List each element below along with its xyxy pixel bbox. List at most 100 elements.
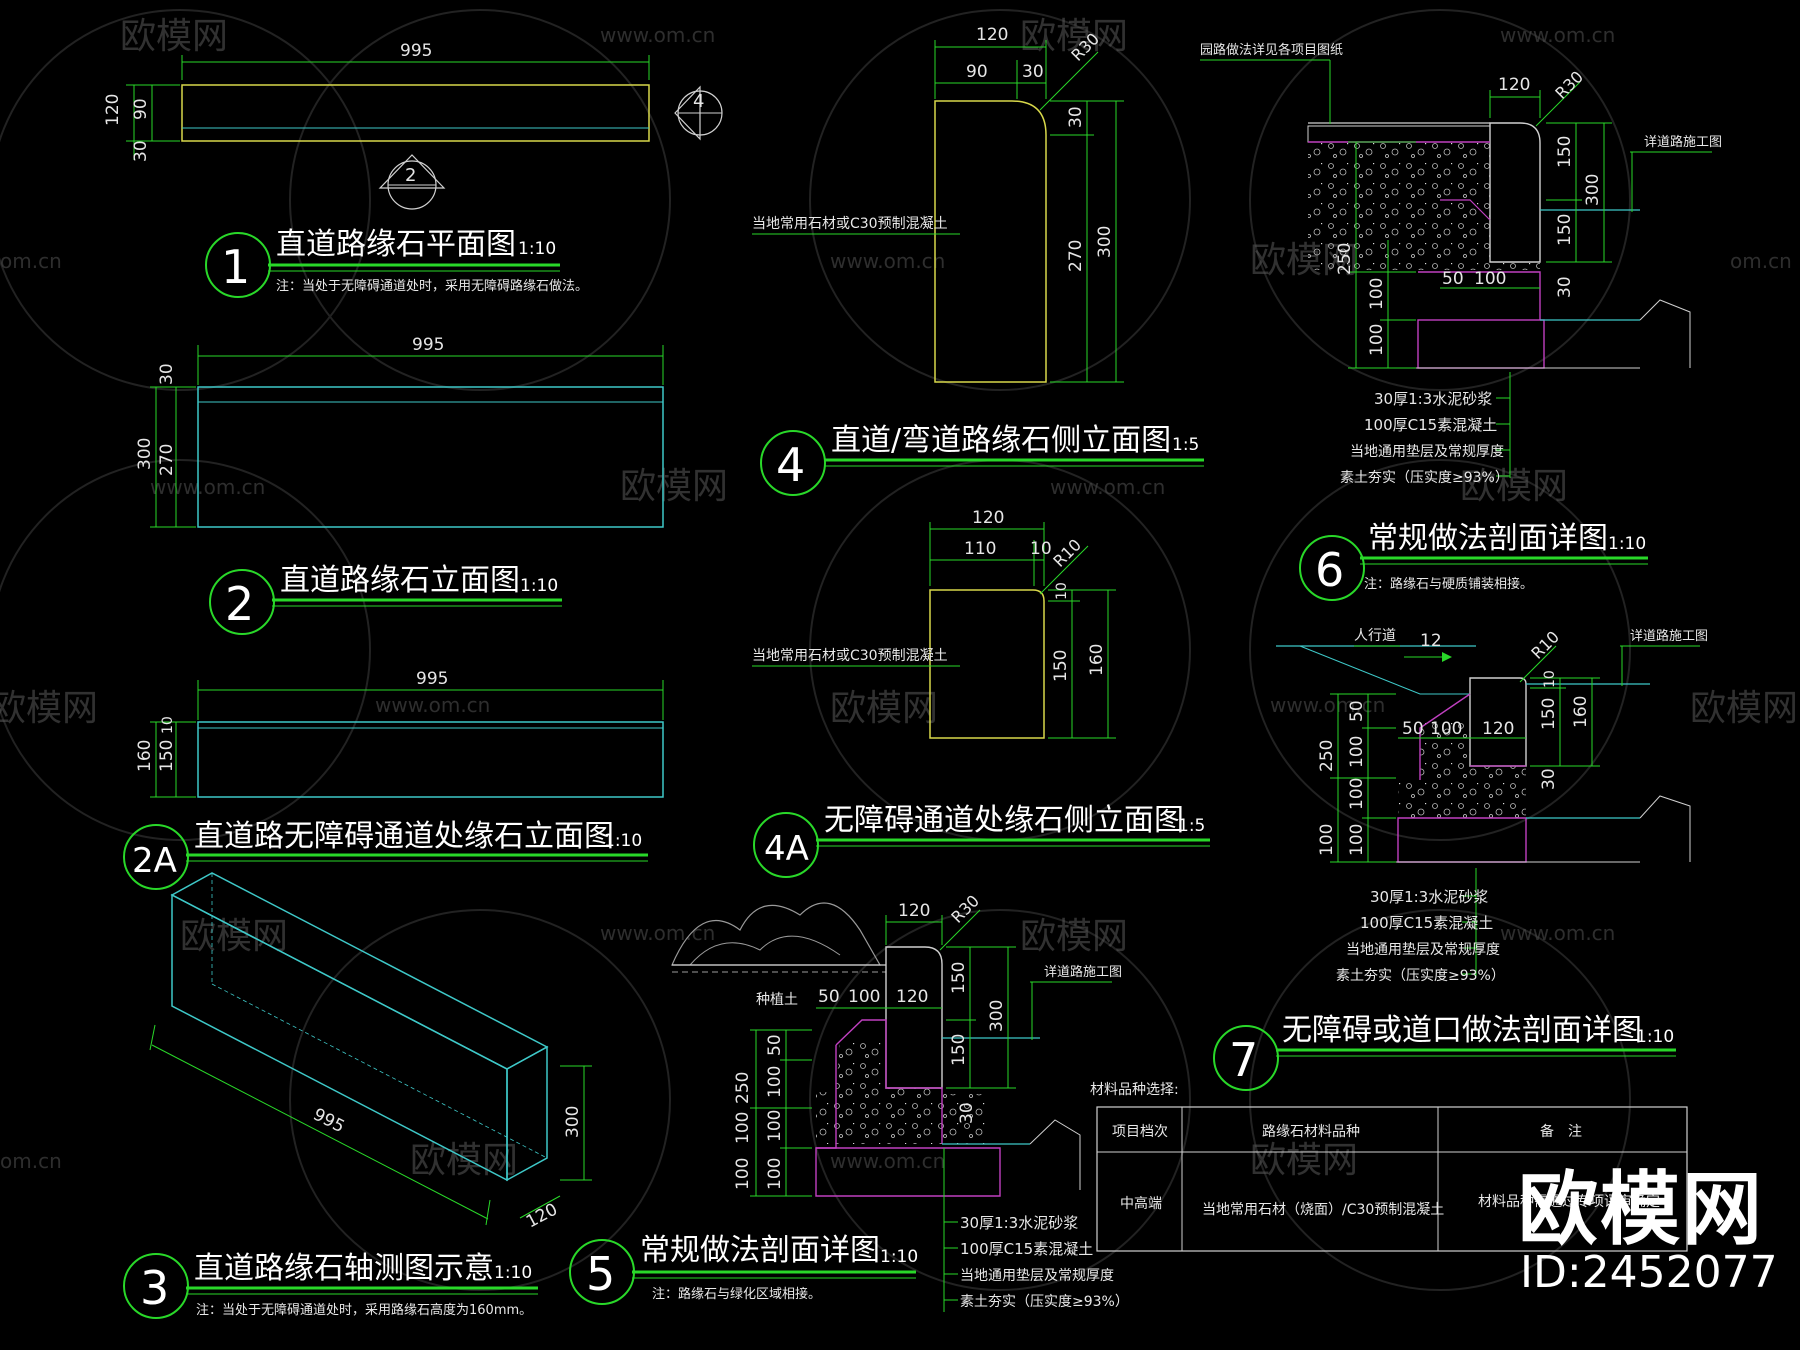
- watermark-url: www.om.cn: [375, 693, 490, 717]
- drawing-5-section: 120 R30 50 100 120 150 300 150 30 250 50…: [569, 891, 1129, 1312]
- dim-50v: 50: [1347, 700, 1367, 722]
- drawing-number: 2: [225, 577, 254, 631]
- watermark-url: www.om.cn: [830, 249, 945, 273]
- dim-120: 120: [972, 508, 1004, 528]
- material-table: 材料品种选择: 项目档次 路缘石材料品种 备 注 中高端 当地常用石材（烧面）/…: [1090, 1082, 1688, 1252]
- dim-50v: 50: [765, 1034, 785, 1056]
- curb-elevation-rect: [197, 386, 664, 528]
- drawing-4a-title-block: 4A 无障碍通道处缘石侧立面图 1:5: [753, 803, 1210, 878]
- drawing-3-title-block: 3 直道路缘石轴测图示意 1:10 注：当处于无障碍通道处时，采用路缘石高度为1…: [123, 1251, 538, 1319]
- road-ref-label: 详道路施工图: [1630, 628, 1708, 644]
- material-callout: 当地常用石材或C30预制混凝土: [752, 648, 948, 664]
- table-cell: 当地常用石材（烧面）/C30预制混凝土: [1202, 1202, 1444, 1218]
- watermark-logo: 欧模网: [180, 916, 288, 957]
- drawing-7-title-block: 7 无障碍或道口做法剖面详图 1:10: [1213, 1013, 1676, 1091]
- watermark-logo: 欧模网: [410, 1140, 518, 1181]
- drawing-4-side-elevation: 120 90 30 R30 30 270 300 当地常用石材或C30预制混凝土…: [752, 25, 1204, 496]
- curb-profile: [929, 589, 1045, 739]
- table-cell: 材料品种需通过专项评审确定: [1478, 1194, 1660, 1210]
- watermark-url: www.om.cn: [1500, 23, 1615, 47]
- dim-100v: 100: [765, 1158, 785, 1190]
- table-header: 路缘石材料品种: [1262, 1124, 1360, 1140]
- drawing-scale: 1:10: [1608, 534, 1646, 554]
- dim-100v: 100: [733, 1158, 753, 1190]
- brand-logo-text: 欧模网: [1518, 1163, 1764, 1256]
- dim-270: 270: [157, 444, 177, 476]
- dim-120: 120: [898, 901, 930, 921]
- table-cell: 中高端: [1120, 1195, 1162, 1212]
- dim-120: 120: [1482, 719, 1514, 739]
- dim-30: 30: [1539, 768, 1559, 790]
- layer-label: 当地通用垫层及常规厚度: [960, 1268, 1114, 1284]
- layer-label: 100厚C15素混凝土: [1364, 416, 1497, 434]
- watermark-logo: 欧模网: [0, 688, 98, 729]
- dim-160: 160: [1571, 696, 1591, 728]
- drawing-note: 注：路缘石与硬质铺装相接。: [1364, 576, 1533, 592]
- dim-100v: 100: [1347, 824, 1367, 856]
- layer-label: 100厚C15素混凝土: [1360, 914, 1493, 932]
- drawing-number: 3: [140, 1261, 169, 1315]
- layer-label: 30厚1:3水泥砂浆: [1370, 888, 1488, 906]
- watermark-url: www.om.cn: [830, 1149, 945, 1173]
- dim-100v: 100: [1317, 824, 1337, 856]
- dim-300: 300: [1095, 226, 1115, 258]
- dim-300: 300: [563, 1106, 583, 1138]
- drawing-number: 6: [1315, 543, 1344, 597]
- drawing-title: 直道路缘石平面图: [276, 227, 516, 262]
- drawing-title: 直道/弯道路缘石侧立面图: [831, 423, 1171, 458]
- top-note: 园路做法详见各项目图纸: [1200, 42, 1343, 58]
- dim-30: 30: [957, 1102, 977, 1124]
- drawing-scale: 1:10: [520, 576, 558, 596]
- drawing-4-title-block: 4 直道/弯道路缘石侧立面图 1:5: [760, 423, 1204, 496]
- dim-50: 50: [1442, 269, 1464, 289]
- drawing-number: 2A: [132, 841, 177, 881]
- drawing-scale: 1:10: [518, 239, 556, 259]
- slope-12: 12: [1420, 631, 1442, 651]
- dim-100v: 100: [765, 1066, 785, 1098]
- watermark-logo: 欧模网: [1250, 1140, 1358, 1181]
- watermark-logo: 欧模网: [120, 16, 228, 57]
- dim-270: 270: [1066, 240, 1086, 272]
- dim-10: 10: [160, 716, 176, 734]
- layer-label: 素土夯实（压实度≥93%）: [1336, 968, 1505, 984]
- drawing-7-section: 12 人行道 R10 50 100 120 10 150 160 30 250 …: [1213, 627, 1708, 1091]
- watermark-url: www.om.cn: [600, 23, 715, 47]
- watermark-url: om.cn: [0, 1149, 62, 1173]
- drawing-2-title-block: 2 直道路缘石立面图 1:10: [209, 563, 562, 635]
- watermark-url: www.om.cn: [1050, 475, 1165, 499]
- dim-120: 120: [976, 25, 1008, 45]
- drawing-1-title-block: 1 直道路缘石平面图 1:10 注：当处于无障碍通道处时，采用无障碍路缘石做法。: [205, 227, 588, 298]
- watermark-url: om.cn: [1730, 249, 1792, 273]
- dim-100v: 100: [1347, 778, 1367, 810]
- dim-100v: 100: [765, 1110, 785, 1142]
- road-ref-label: 详道路施工图: [1644, 134, 1722, 150]
- dim-250: 250: [1335, 243, 1355, 275]
- drawing-scale: 1:10: [494, 1263, 532, 1283]
- dim-100: 100: [1474, 269, 1506, 289]
- dim-30: 30: [157, 363, 177, 385]
- watermark-url: www.om.cn: [1500, 921, 1615, 945]
- watermark-layer: 欧模网 欧模网 欧模网 欧模网 欧模网 欧模网 欧模网 欧模网 欧模网 欧模网 …: [0, 9, 1798, 1291]
- drawing-scale: 1:5: [1178, 816, 1205, 836]
- drawing-scale: 1:10: [1636, 1027, 1674, 1047]
- planting-soil-label: 种植土: [756, 992, 798, 1008]
- dim-50: 50: [1402, 719, 1424, 739]
- drawing-number: 4: [776, 438, 805, 492]
- dim-10: 10: [1030, 539, 1052, 559]
- dim-90: 90: [131, 98, 151, 120]
- curb-elevation-rect: [197, 721, 664, 798]
- drawing-title: 无障碍通道处缘石侧立面图: [824, 803, 1184, 838]
- table-caption: 材料品种选择:: [1090, 1082, 1179, 1098]
- drawing-title: 无障碍或道口做法剖面详图: [1282, 1013, 1642, 1048]
- dim-r10: R10: [1527, 627, 1563, 663]
- dim-h30: 30: [1066, 106, 1086, 128]
- drawing-number: 7: [1229, 1033, 1258, 1087]
- drawing-scale: 1:10: [604, 831, 642, 851]
- watermark-logo: 欧模网: [1690, 688, 1798, 729]
- dim-150: 150: [1539, 698, 1559, 730]
- dim-r10: R10: [1049, 535, 1085, 571]
- drawing-number: 5: [586, 1247, 615, 1301]
- dim-150: 150: [1555, 136, 1575, 168]
- drawing-title: 常规做法剖面详图: [1368, 521, 1608, 556]
- dim-100: 100: [848, 987, 880, 1007]
